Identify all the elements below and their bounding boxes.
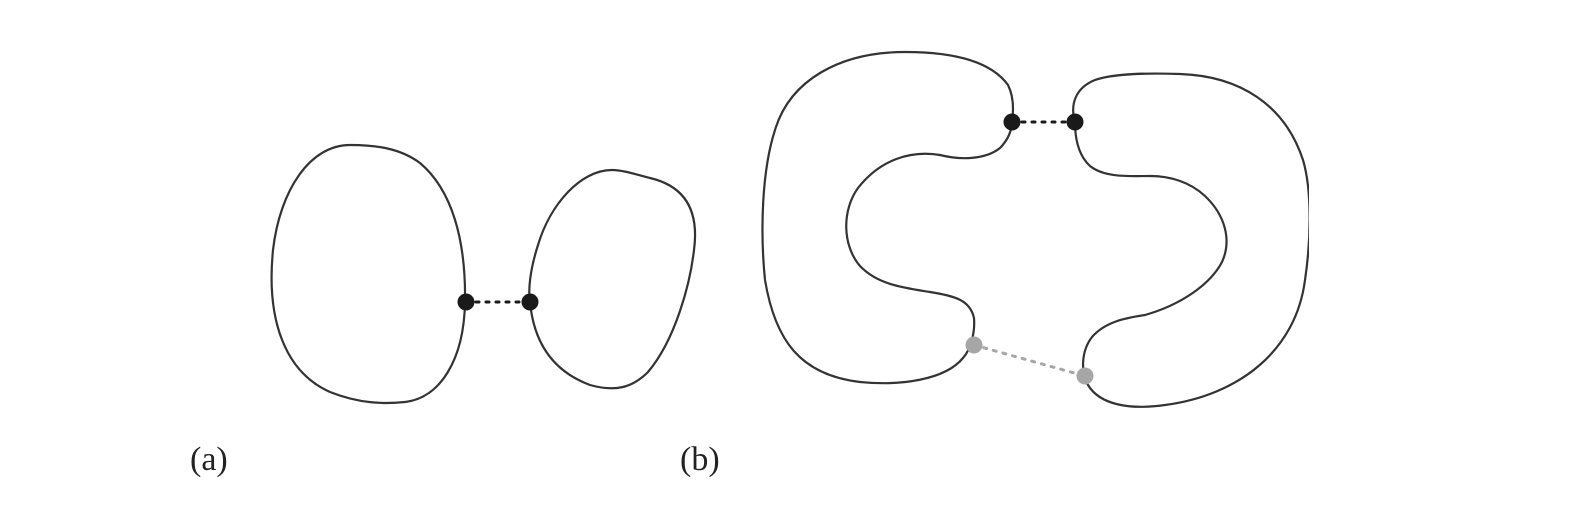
reversed-c-shape-outline — [1072, 72, 1311, 408]
right-edge-mask — [1309, 0, 1578, 520]
panel-label-a: (a) — [190, 441, 228, 478]
connection-point — [1003, 113, 1021, 131]
right-blob-outline — [528, 168, 697, 390]
inactive-connection-point — [965, 336, 983, 354]
c-shape-outline — [761, 50, 1015, 385]
inactive-connection-point — [1076, 367, 1094, 385]
panel-b — [761, 0, 1578, 520]
connection-point — [1066, 113, 1084, 131]
panel-a — [270, 143, 697, 405]
connection-point — [457, 293, 475, 311]
left-blob-outline — [270, 143, 467, 405]
panel-label-b: (b) — [680, 441, 720, 478]
connection-point — [521, 293, 539, 311]
connection-line-b-bottom — [972, 343, 1087, 378]
